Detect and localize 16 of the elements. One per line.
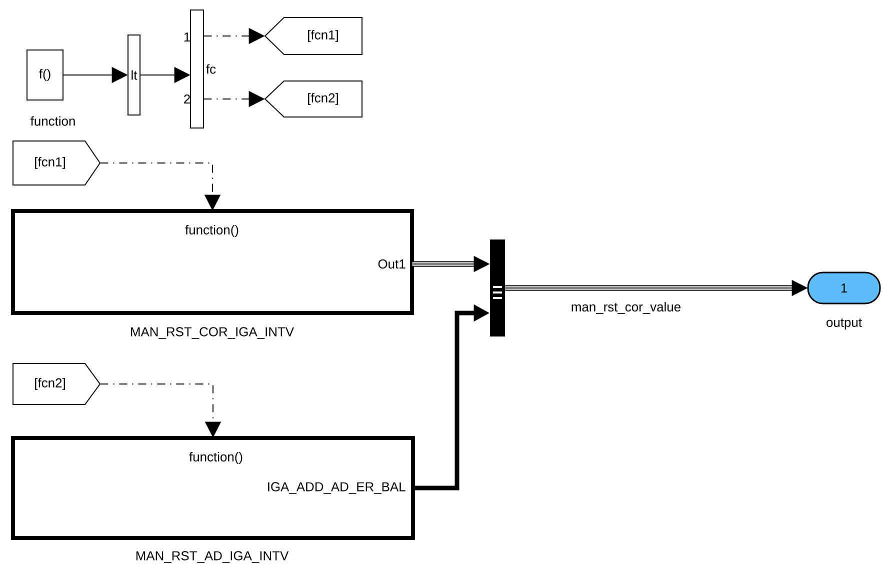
from-tag: [fcn1] bbox=[12, 140, 101, 186]
function-block: f() bbox=[26, 50, 64, 100]
block-bar: lt bbox=[128, 34, 140, 116]
from-tag: [fcn2] bbox=[12, 363, 101, 405]
subsystem-block: function() Out1 bbox=[11, 209, 414, 315]
signal-label: man_rst_cor_value bbox=[570, 301, 682, 315]
block-bar: 1 fc 2 bbox=[184, 10, 216, 128]
output-port: 1 bbox=[807, 272, 881, 304]
block-caption: MAN_RST_COR_IGA_INTV bbox=[131, 327, 294, 339]
block-caption: MAN_RST_AD_IGA_INTV bbox=[136, 551, 289, 563]
block-caption: output bbox=[826, 318, 862, 330]
subsystem-block: function() IGA_ADD_AD_ER_BAL bbox=[11, 436, 415, 540]
node-label: 2 bbox=[184, 94, 190, 104]
node-label: fc bbox=[206, 64, 216, 74]
block-caption: function bbox=[30, 116, 75, 126]
node-label: 1 bbox=[184, 32, 190, 42]
